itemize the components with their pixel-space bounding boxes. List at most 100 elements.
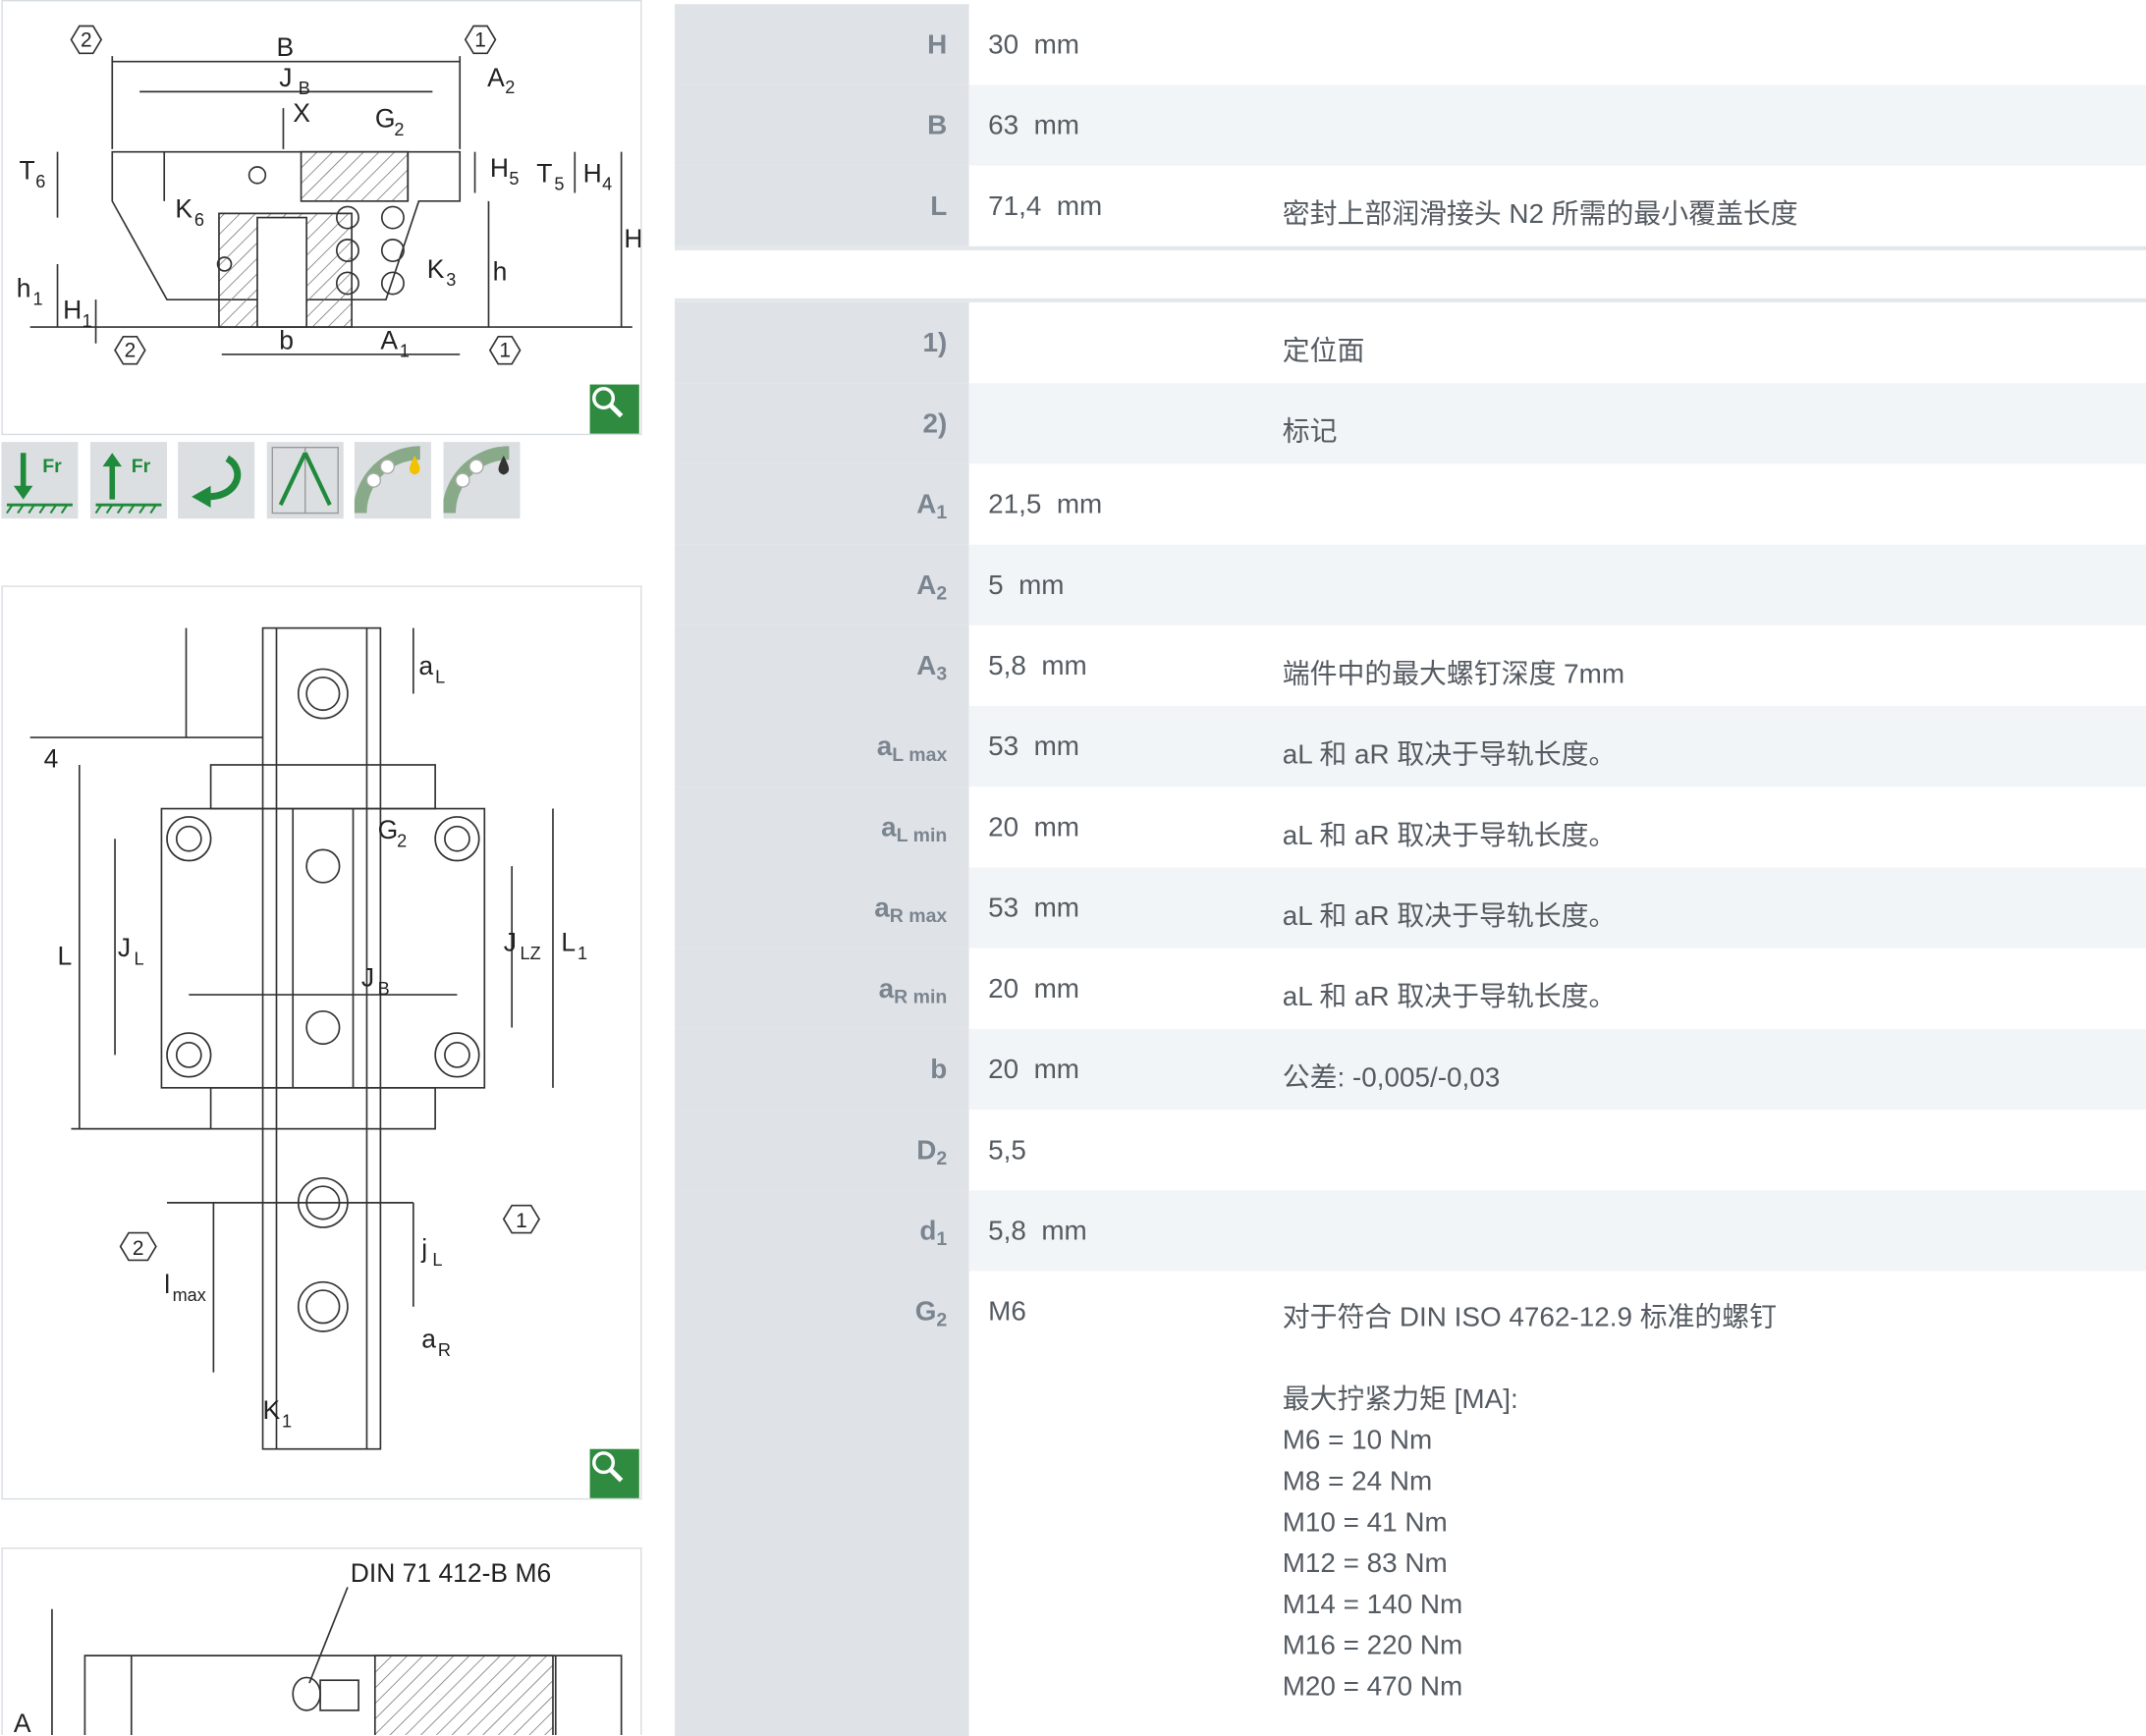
spec-label-text: A <box>916 489 937 520</box>
spec-label: H <box>674 4 969 85</box>
load-down-icon[interactable]: Fr <box>1 442 79 519</box>
dim-JL-sub: L <box>135 949 144 968</box>
dim-lmax: l <box>164 1270 170 1299</box>
spec-value-cell: 30 mm <box>969 4 2146 84</box>
dim-jL: j <box>420 1234 427 1264</box>
spec-value-cell: 5,5 <box>969 1110 2146 1190</box>
callout-1-topview: 1 <box>516 1210 527 1232</box>
spec-row: A2 5 mm <box>674 544 2146 625</box>
zoom-button-1[interactable] <box>589 384 639 434</box>
dim-G2: G <box>375 104 396 134</box>
dim-A2-sub: 2 <box>505 78 515 97</box>
spec-note: 密封上部润滑接头 N2 所需的最小覆盖长度 <box>1282 199 1798 231</box>
dim-JL: J <box>118 933 131 962</box>
zoom-button-2[interactable] <box>589 1448 639 1498</box>
oil-lubrication-icon[interactable] <box>353 442 431 519</box>
spec-row: 2) 标记 <box>674 383 2146 464</box>
spec-label-text: a <box>878 974 895 1004</box>
spec-value-cell: 标记 <box>968 383 2146 464</box>
dim-H5-sub: 5 <box>509 169 519 189</box>
spec-value: 5 mm <box>988 570 1065 601</box>
spec-label-sub: L max <box>892 742 948 765</box>
g2-note-line: 对于符合 DIN ISO 4762-12.9 标准的螺钉 <box>1282 1302 1778 1333</box>
spec-value: 5,8 mm <box>988 651 1087 681</box>
moment-icon[interactable] <box>178 442 255 519</box>
dim-lmax-sub: max <box>173 1285 206 1305</box>
dim-T6-sub: 6 <box>35 172 45 191</box>
callout-2-top: 2 <box>81 28 92 51</box>
spec-label: b <box>674 1028 969 1111</box>
dim-aL-sub: L <box>435 667 445 686</box>
spec-label: D2 <box>674 1110 969 1191</box>
spec-note: 公差: -0,005/-0,03 <box>1282 1062 1501 1094</box>
spec-value: 20 mm <box>988 974 1080 1004</box>
dim-L1: L <box>561 927 576 956</box>
callout-2-topview: 2 <box>133 1237 144 1260</box>
callout-group <box>70 25 522 365</box>
dim-L: L <box>58 941 73 970</box>
grease-lubrication-icon[interactable] <box>442 442 521 519</box>
spec-label: 2) <box>674 383 969 464</box>
dim-K6: K <box>175 194 193 224</box>
dim-A-lube: A <box>14 1709 31 1735</box>
g2-notes: 对于符合 DIN ISO 4762-12.9 标准的螺钉最大拧紧力矩 [MA]:… <box>1283 1297 1777 1708</box>
dim-G2-sub: 2 <box>394 120 404 139</box>
dim-K1: K <box>263 1395 281 1425</box>
spec-label-text: a <box>881 812 897 843</box>
g2-note-line: 最大拧紧力矩 [MA]: <box>1282 1384 1518 1415</box>
spec-label-text: a <box>874 893 890 924</box>
spec-value: 21,5 mm <box>988 489 1103 520</box>
spec-label-sub: 1 <box>936 501 948 523</box>
dim-K3-sub: 3 <box>446 270 456 290</box>
dim-h1: h <box>17 273 31 302</box>
dim-JB-top-sub: B <box>378 979 390 999</box>
table-divider <box>674 245 2146 251</box>
spec-value: 71,4 mm <box>988 191 1103 222</box>
spec-label-text: 1) <box>922 328 948 359</box>
lube-view-drawing: DIN 71 412-B M6 A <box>1 1547 642 1735</box>
spec-label-text: d <box>919 1216 937 1247</box>
spec-value: 63 mm <box>988 110 1080 141</box>
lube-view-svg: DIN 71 412-B M6 A <box>14 1558 623 1735</box>
dim-aR-sub: R <box>438 1340 451 1360</box>
spec-label-sub: L min <box>896 823 948 846</box>
dim-h: h <box>493 257 508 287</box>
spec-label-text: a <box>876 732 893 763</box>
magnifier-icon <box>592 1451 624 1483</box>
spec-label-text: 2) <box>922 408 948 440</box>
load-up-icon[interactable]: Fr <box>89 442 168 519</box>
dim-JB-sub: B <box>299 79 310 98</box>
spec-value-cell: 定位面 <box>969 302 2146 383</box>
spec-label: d1 <box>674 1190 969 1272</box>
callout-2-bottom: 2 <box>125 340 137 362</box>
spec-label: 1) <box>674 301 969 384</box>
dim-K6-sub: 6 <box>194 210 204 230</box>
dim-H1-sub: 1 <box>83 311 92 331</box>
spec-label: aL min <box>674 787 969 868</box>
angle-icon[interactable] <box>266 442 344 519</box>
dim-G2-top: G <box>378 815 399 844</box>
spec-label-sub: 2 <box>936 1146 948 1169</box>
spec-value-cell: 5 mm <box>968 544 2146 625</box>
dim-L1-sub: 1 <box>578 944 587 963</box>
spec-label-text: b <box>930 1055 948 1086</box>
spec-label-text: A <box>916 570 937 601</box>
spec-label: A3 <box>674 624 969 707</box>
spec-label-text: D <box>916 1135 937 1166</box>
lube-caption: DIN 71 412-B M6 <box>351 1558 551 1588</box>
spec-note: 定位面 <box>1282 336 1365 367</box>
spec-label-sub: 2 <box>936 581 948 604</box>
